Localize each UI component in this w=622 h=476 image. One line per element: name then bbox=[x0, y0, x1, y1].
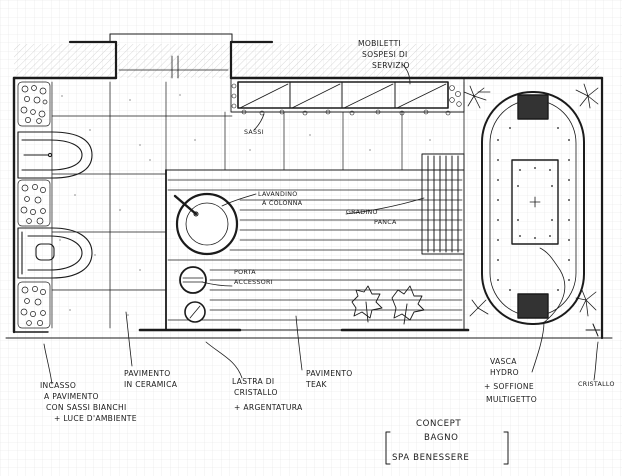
svg-text:ACCESSORI: ACCESSORI bbox=[234, 279, 273, 286]
entrance-wall bbox=[68, 33, 274, 80]
annotation-mobiletti: MOBILETTI SOSPESI DI SERVIZIO bbox=[358, 39, 410, 70]
ceramic-speckles bbox=[59, 94, 431, 316]
annotation-lavandino: LAVANDINO A COLONNA bbox=[258, 191, 303, 207]
annotation-cristallo: CRISTALLO bbox=[578, 381, 615, 388]
svg-text:+ ARGENTATURA: + ARGENTATURA bbox=[234, 403, 303, 412]
svg-text:A COLONNA: A COLONNA bbox=[262, 200, 303, 207]
pebble-strip-left bbox=[17, 81, 51, 329]
svg-text:PORTA: PORTA bbox=[234, 269, 256, 276]
svg-text:SOSPESI DI: SOSPESI DI bbox=[362, 50, 408, 59]
hydro-bathtub bbox=[481, 91, 585, 325]
bidet bbox=[17, 131, 93, 179]
annotation-gradino: GRADINO PANCA bbox=[346, 209, 397, 226]
svg-text:MOBILETTI: MOBILETTI bbox=[358, 39, 401, 48]
wall-hatch-top bbox=[14, 44, 599, 78]
annotation-vasca: VASCA HYDRO + SOFFIONE MULTIGETTO bbox=[484, 357, 537, 404]
leader-lines bbox=[43, 63, 599, 385]
svg-text:GRADINO: GRADINO bbox=[346, 209, 378, 216]
annotation-lastra: LASTRA DI CRISTALLO + ARGENTATURA bbox=[232, 377, 303, 412]
svg-text:CRISTALLO: CRISTALLO bbox=[234, 388, 278, 397]
svg-text:HYDRO: HYDRO bbox=[490, 368, 519, 377]
svg-text:A PAVIMENTO: A PAVIMENTO bbox=[44, 392, 99, 401]
annotation-pavimento-ceramica: PAVIMENTO IN CERAMICA bbox=[124, 369, 178, 389]
annotation-porta-accessori: PORTA ACCESSORI bbox=[234, 269, 273, 286]
annotation-incasso: INCASSO A PAVIMENTO CON SASSI BIANCHI + … bbox=[40, 381, 137, 423]
glass-partition bbox=[585, 323, 601, 337]
pedestal-washbasin bbox=[173, 192, 239, 256]
annotation-pavimento-teak: PAVIMENTO TEAK bbox=[305, 369, 353, 389]
title-line-2: BAGNO bbox=[424, 433, 458, 443]
svg-text:PAVIMENTO: PAVIMENTO bbox=[124, 369, 171, 378]
title-block: CONCEPT BAGNO SPA BENESSERE bbox=[385, 419, 509, 465]
suspended-cabinets bbox=[230, 77, 465, 116]
annotation-sassi: SASSI bbox=[244, 129, 264, 136]
svg-text:CON SASSI BIANCHI: CON SASSI BIANCHI bbox=[46, 403, 127, 412]
svg-text:LAVANDINO: LAVANDINO bbox=[258, 191, 298, 198]
svg-text:VASCA: VASCA bbox=[490, 357, 517, 366]
step-bench bbox=[421, 153, 465, 255]
svg-text:IN CERAMICA: IN CERAMICA bbox=[124, 380, 178, 389]
tub-jets bbox=[497, 127, 570, 291]
svg-text:+ LUCE D'AMBIENTE: + LUCE D'AMBIENTE bbox=[54, 414, 137, 423]
teak-floor bbox=[165, 169, 465, 331]
svg-text:SERVIZIO: SERVIZIO bbox=[372, 61, 410, 70]
svg-text:PANCA: PANCA bbox=[374, 219, 397, 226]
decorative-leaves bbox=[351, 285, 425, 325]
svg-text:PAVIMENTO: PAVIMENTO bbox=[306, 369, 353, 378]
accessory-holders bbox=[179, 266, 207, 323]
svg-text:TEAK: TEAK bbox=[305, 380, 328, 389]
corner-plants bbox=[463, 83, 599, 317]
title-line-3: SPA BENESSERE bbox=[392, 453, 469, 463]
title-line-1: CONCEPT bbox=[416, 419, 461, 429]
svg-text:+ SOFFIONE: + SOFFIONE bbox=[484, 382, 534, 391]
svg-text:MULTIGETTO: MULTIGETTO bbox=[486, 395, 537, 404]
toilet bbox=[17, 227, 93, 279]
svg-text:INCASSO: INCASSO bbox=[40, 381, 76, 390]
svg-text:LASTRA DI: LASTRA DI bbox=[232, 377, 274, 386]
